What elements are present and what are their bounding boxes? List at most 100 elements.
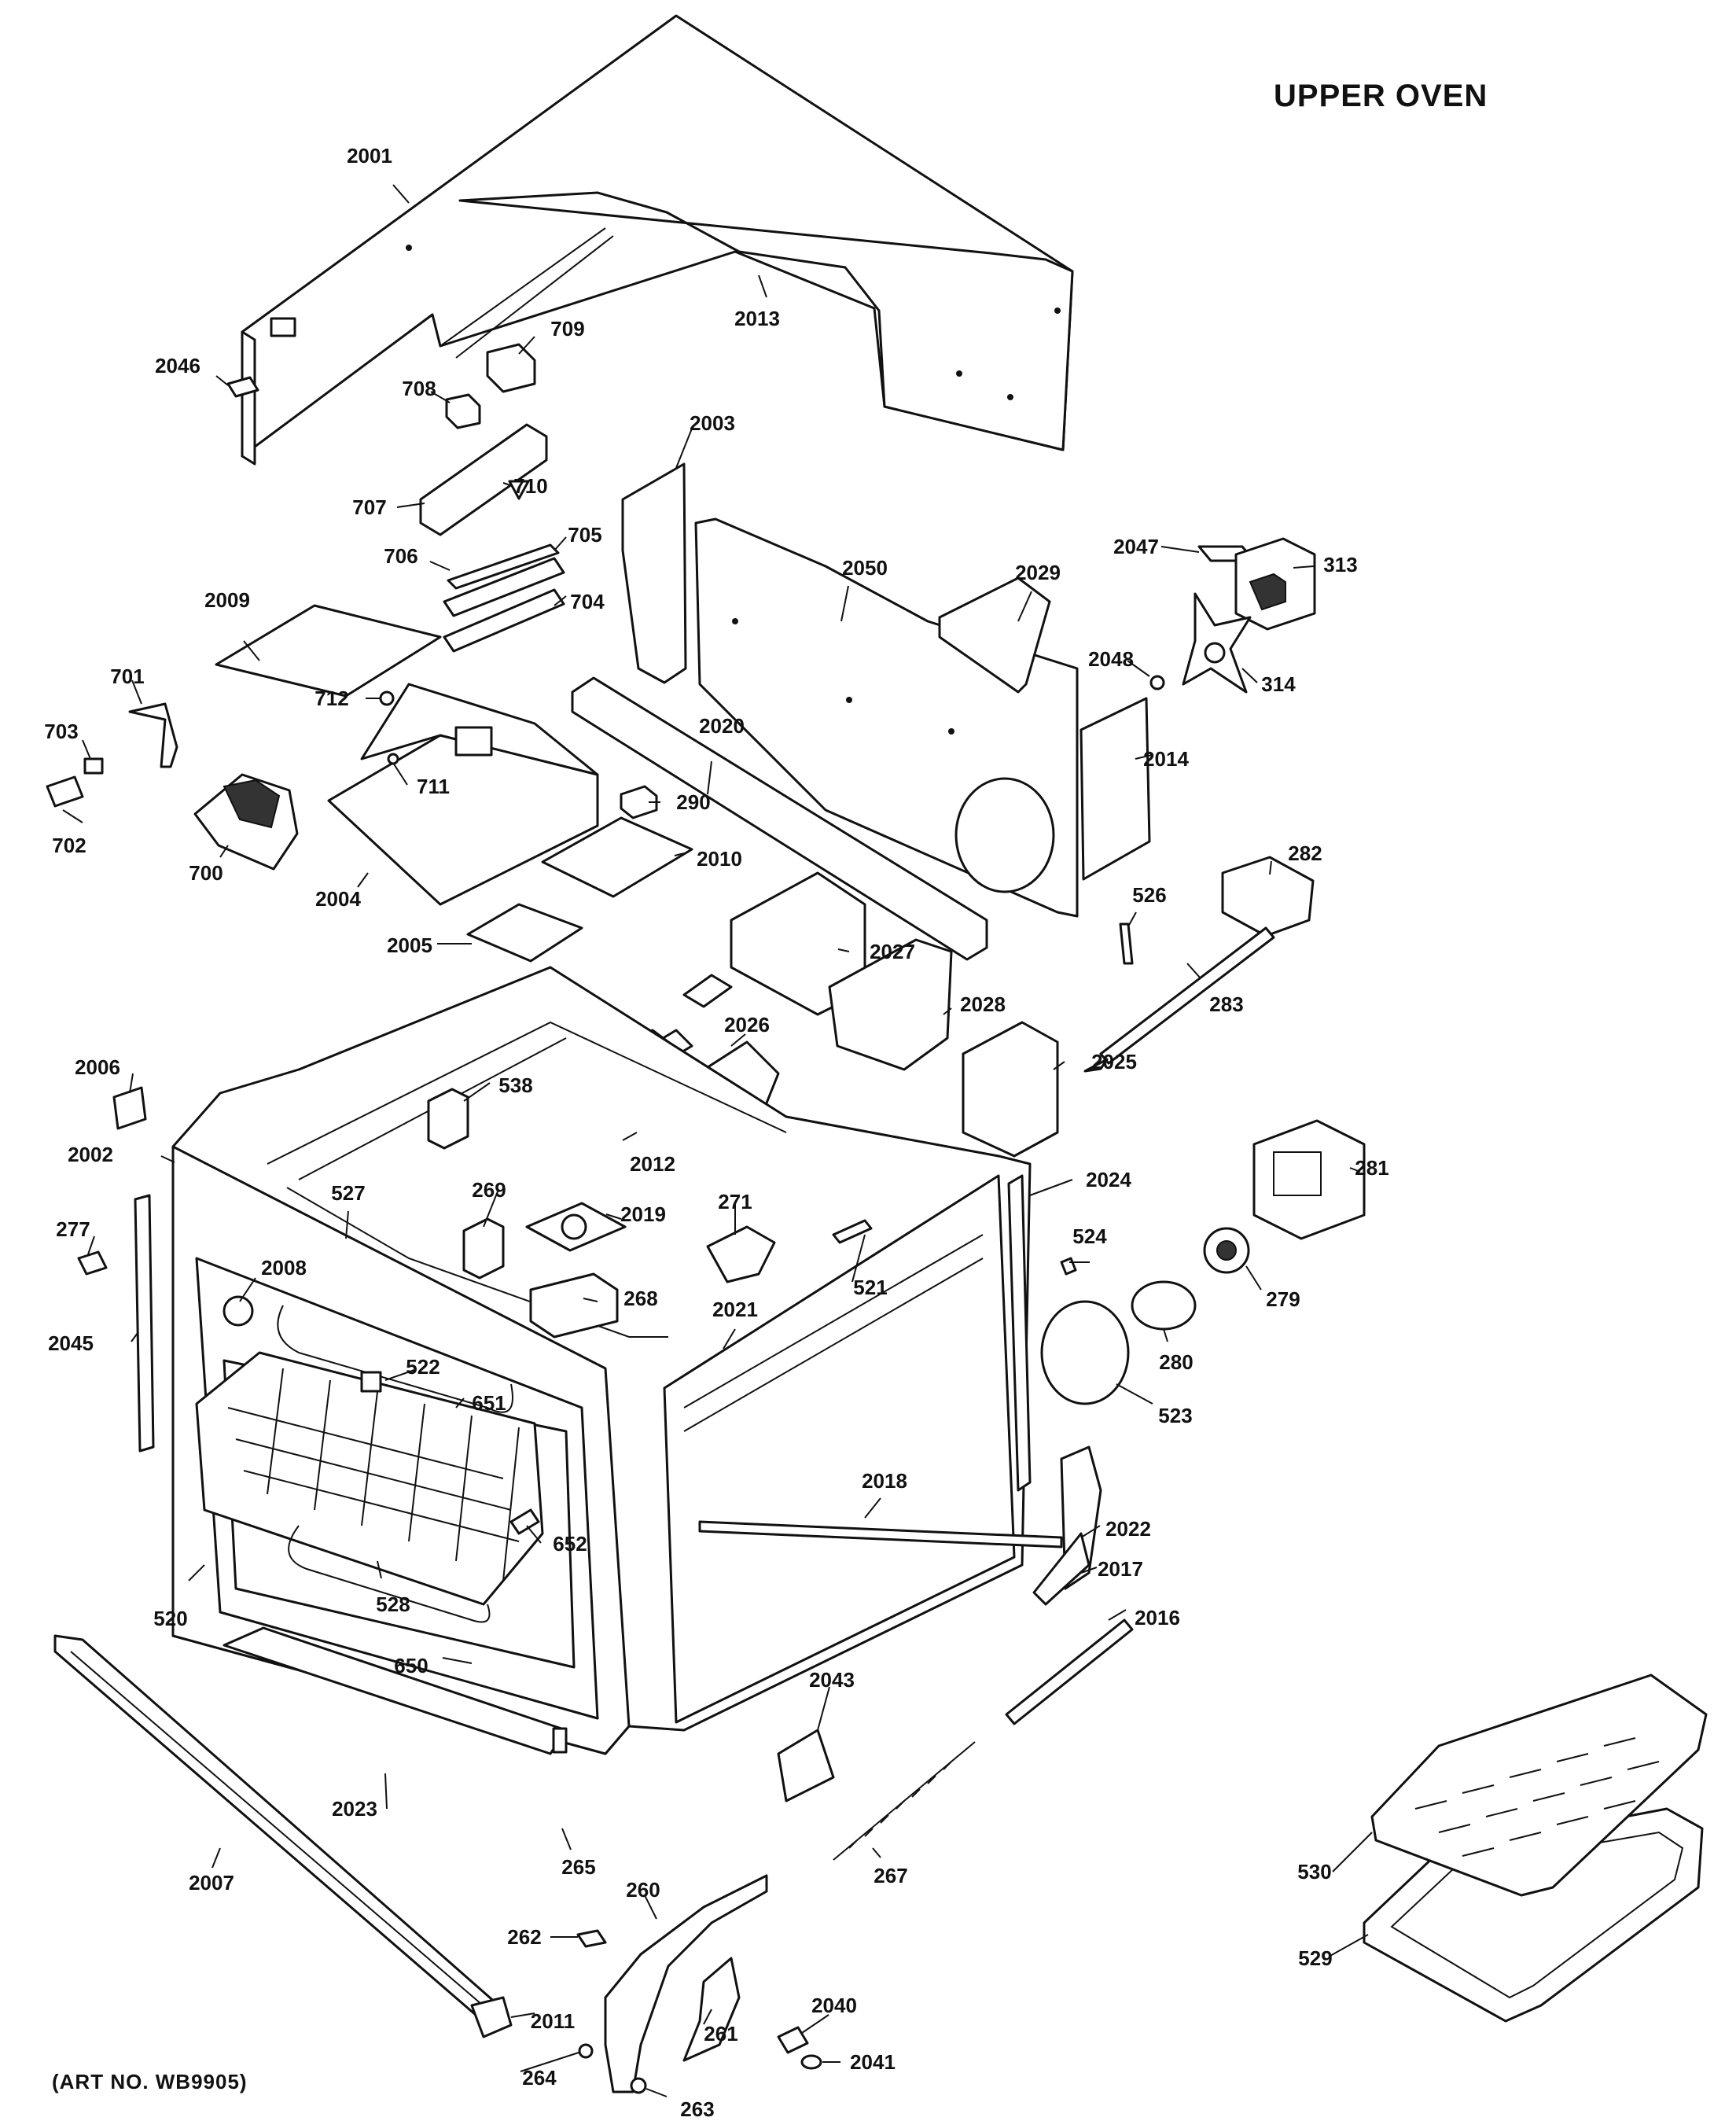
part-650-element	[288, 1525, 491, 1623]
label-2011: 2011	[530, 2009, 576, 2033]
label-2013: 2013	[734, 307, 780, 330]
label-711: 711	[417, 775, 450, 798]
diagram-title: UPPER OVEN	[1274, 79, 1488, 113]
part-538-connector	[427, 1088, 469, 1150]
part-260-hinge	[604, 1874, 768, 2093]
label-709: 709	[550, 317, 585, 341]
label-313: 313	[1323, 553, 1358, 576]
label-2004: 2004	[315, 887, 361, 911]
part-268-box	[529, 1272, 619, 1339]
label-264: 264	[522, 2066, 557, 2090]
part-530-broiler-grid	[1370, 1674, 1708, 1897]
label-2005: 2005	[387, 933, 432, 957]
part-2020-rail	[571, 676, 988, 961]
label-2006: 2006	[75, 1055, 120, 1079]
label-2019: 2019	[620, 1202, 666, 1226]
part-2016-strip	[1005, 1618, 1134, 1725]
part-652-bracket	[509, 1508, 540, 1535]
part-2018-strap	[698, 1520, 1063, 1548]
part-2029-baffle	[938, 576, 1051, 694]
label-2018: 2018	[862, 1469, 907, 1493]
label-527: 527	[331, 1181, 366, 1205]
part-524-clip	[1060, 1257, 1077, 1276]
part-281-housing	[1252, 1119, 1366, 1240]
part-2046-clip	[226, 376, 259, 398]
label-530: 530	[1297, 1860, 1332, 1883]
label-2040: 2040	[811, 1994, 857, 2017]
label-314: 314	[1261, 672, 1296, 696]
label-2041: 2041	[850, 2050, 896, 2074]
label-2047: 2047	[1113, 535, 1159, 558]
label-708: 708	[402, 377, 436, 400]
part-279-socket	[1203, 1227, 1250, 1274]
part-2025-box	[962, 1021, 1059, 1158]
part-711-screw	[387, 753, 399, 765]
part-523-lens	[1040, 1300, 1130, 1405]
label-706: 706	[384, 544, 418, 568]
label-268: 268	[623, 1287, 658, 1310]
part-709-switch	[486, 343, 536, 393]
label-700: 700	[189, 861, 223, 885]
label-267: 267	[874, 1864, 908, 1887]
leader-lines	[62, 184, 1373, 2097]
label-2012: 2012	[630, 1152, 675, 1176]
label-2026: 2026	[724, 1013, 770, 1037]
part-2011-end	[470, 1996, 513, 2038]
label-2017: 2017	[1098, 1557, 1143, 1581]
label-2043: 2043	[809, 1668, 855, 1692]
label-652: 652	[553, 1532, 587, 1556]
label-2023: 2023	[332, 1797, 377, 1821]
part-277-button	[77, 1250, 108, 1276]
part-280-bulb	[1131, 1280, 1197, 1331]
part-2004-tray	[327, 683, 599, 906]
label-2048: 2048	[1088, 647, 1134, 671]
part-528-rack	[195, 1351, 544, 1606]
part-262-clip	[576, 1929, 607, 1948]
label-2046: 2046	[155, 354, 200, 377]
part-263-screw	[630, 2077, 647, 2094]
label-290: 290	[676, 790, 711, 814]
label-2027: 2027	[870, 940, 915, 963]
part-2008-light-lens	[223, 1295, 254, 1327]
label-281: 281	[1355, 1156, 1389, 1180]
part-282-motor	[1221, 856, 1315, 937]
label-279: 279	[1266, 1287, 1300, 1311]
part-706-bracket	[447, 543, 560, 590]
part-701-bracket	[128, 702, 178, 768]
label-269: 269	[472, 1178, 506, 1202]
label-704: 704	[570, 590, 605, 613]
part-2017-gusset	[1032, 1532, 1091, 1606]
part-313-motor	[1234, 537, 1316, 631]
part-651-element	[277, 1305, 513, 1413]
part-521-screw	[832, 1219, 873, 1244]
label-520: 520	[153, 1607, 188, 1630]
label-283: 283	[1209, 992, 1244, 1016]
label-282: 282	[1288, 841, 1322, 865]
part-712-screw	[379, 690, 395, 706]
label-701: 701	[110, 665, 145, 688]
label-263: 263	[680, 2097, 715, 2121]
label-707: 707	[352, 495, 387, 519]
label-710: 710	[513, 474, 548, 498]
part-2019-bracket	[525, 1202, 627, 1252]
label-262: 262	[507, 1925, 542, 1949]
label-2016: 2016	[1135, 1606, 1180, 1629]
label-650: 650	[394, 1654, 428, 1677]
label-521: 521	[853, 1276, 888, 1299]
label-2021: 2021	[712, 1298, 758, 1321]
part-2003-panel	[621, 462, 687, 684]
part-2014-cover	[1079, 697, 1151, 881]
part-2045-trim	[134, 1194, 155, 1453]
label-705: 705	[568, 523, 602, 547]
label-2025: 2025	[1091, 1050, 1137, 1073]
label-524: 524	[1072, 1224, 1107, 1248]
label-712: 712	[314, 687, 349, 710]
label-2050: 2050	[842, 556, 888, 580]
part-2043-bracket	[777, 1729, 835, 1802]
part-710-knob	[508, 480, 530, 500]
label-2001: 2001	[347, 144, 392, 168]
part-2009-panel	[215, 604, 442, 698]
part-2028-box	[828, 938, 953, 1071]
part-265-slide	[552, 1727, 568, 1754]
